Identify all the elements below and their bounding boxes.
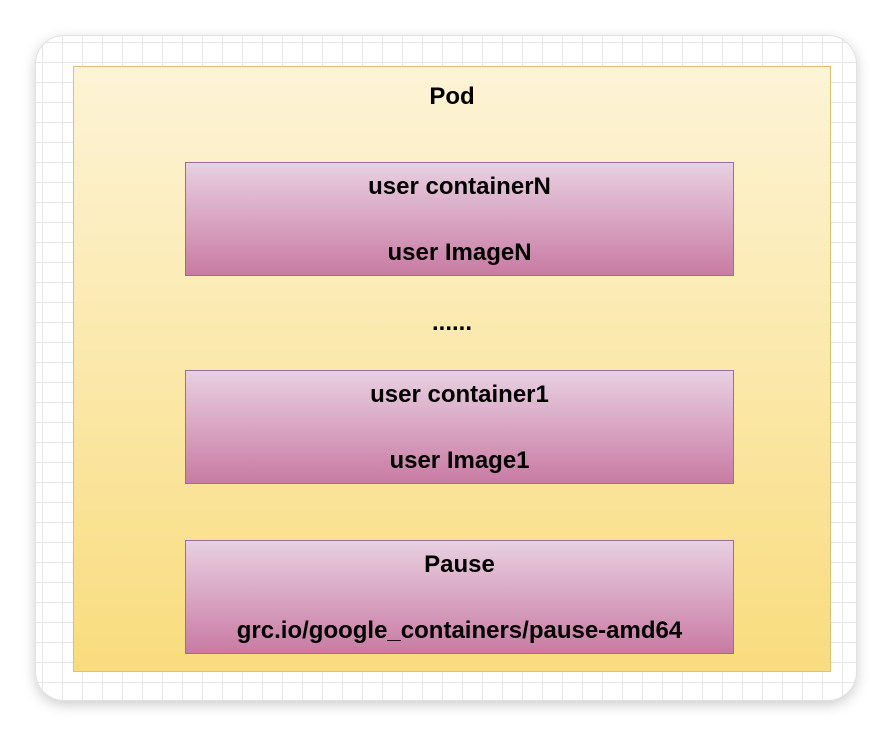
container-image: user ImageN xyxy=(387,239,532,266)
ellipsis-text: ...... xyxy=(431,309,472,336)
pod-box: Pod user containerN user ImageN ...... u… xyxy=(73,66,831,672)
pause-container-box: Pause grc.io/google_containers/pause-amd… xyxy=(185,540,734,654)
container-name: user container1 xyxy=(370,381,549,408)
pause-image: grc.io/google_containers/pause-amd64 xyxy=(236,617,683,644)
user-container-1-box: user container1 user Image1 xyxy=(185,370,734,484)
user-container-n-box: user containerN user ImageN xyxy=(185,162,734,276)
container-name: user containerN xyxy=(368,173,551,200)
diagram-canvas: Pod user containerN user ImageN ...... u… xyxy=(36,36,856,700)
pause-name: Pause xyxy=(424,551,495,578)
container-image: user Image1 xyxy=(389,447,530,474)
pod-title: Pod xyxy=(429,83,475,110)
